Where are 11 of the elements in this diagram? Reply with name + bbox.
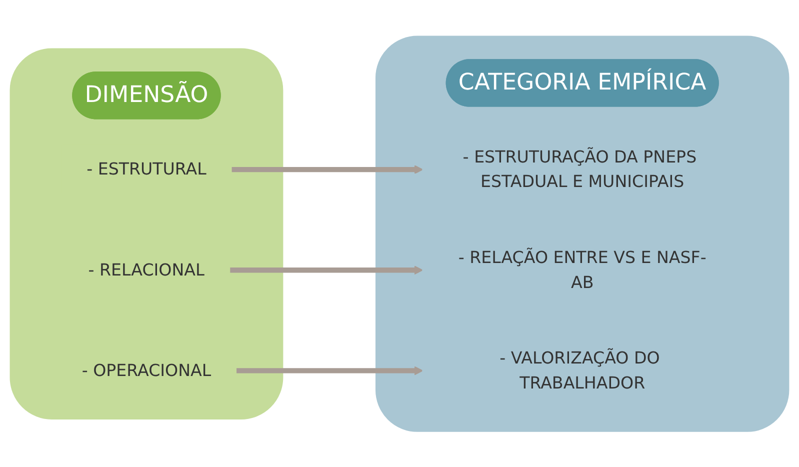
node-text: - OPERACIONAL <box>82 360 212 380</box>
arrow <box>236 366 424 375</box>
arrow <box>231 164 424 174</box>
cluster <box>10 48 284 420</box>
node-text: - ESTRUTURAL <box>86 158 206 179</box>
node-text: - RELACIONAL <box>88 259 205 280</box>
node-text: - VALORIZAÇÃO DO TRABALHADOR <box>500 348 660 392</box>
node-text: - ESTRUTURAÇÃO DA PNEPS ESTADUAL E MUNICIPAIS <box>462 146 697 191</box>
node-text: - RELAÇÃO ENTRE VS E NASF-AB <box>458 246 706 292</box>
arrow <box>230 265 424 274</box>
cluster <box>375 35 790 432</box>
